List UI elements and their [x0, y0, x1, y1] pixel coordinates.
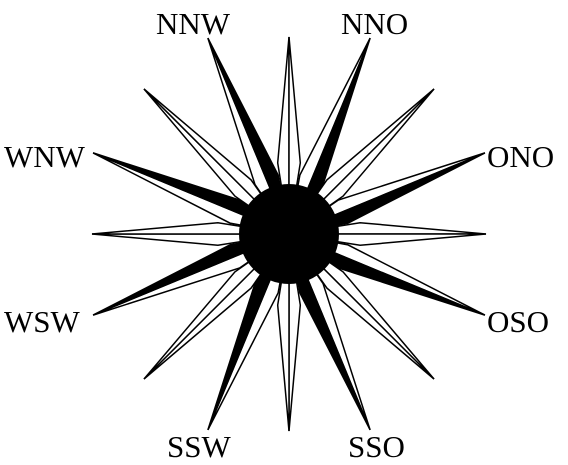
- compass-points: [91, 36, 487, 432]
- label-sso: SSO: [348, 429, 405, 464]
- label-ono: ONO: [487, 139, 554, 174]
- label-wsw: WSW: [4, 304, 81, 339]
- label-nno: NNO: [341, 6, 408, 41]
- label-oso: OSO: [487, 304, 549, 339]
- compass-center-disc: [239, 184, 339, 284]
- label-wnw: WNW: [4, 139, 86, 174]
- label-ssw: SSW: [167, 429, 231, 464]
- label-nnw: NNW: [156, 6, 231, 41]
